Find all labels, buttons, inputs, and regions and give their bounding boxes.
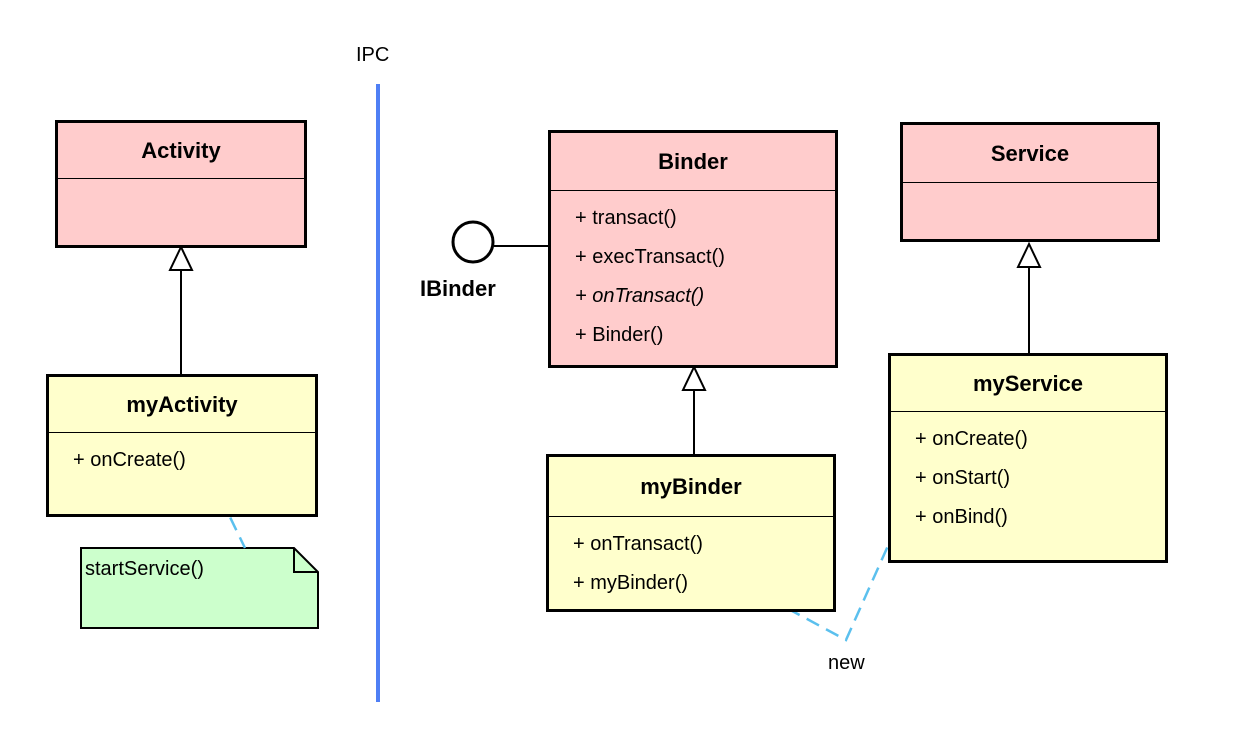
my-activity-members: + onCreate() xyxy=(49,433,315,480)
member-binder-constructor[interactable]: + Binder() xyxy=(575,324,664,346)
activity-inheritance-arrowhead xyxy=(168,244,194,271)
my-activity-class-title: myActivity xyxy=(49,377,315,433)
member-on-transact-abstract[interactable]: + onTransact() xyxy=(575,285,705,307)
member-on-create[interactable]: + onCreate() xyxy=(915,428,1028,450)
note-fold-icon xyxy=(293,548,318,573)
ibinder-label: IBinder xyxy=(420,276,496,301)
binder-class-title: Binder xyxy=(551,133,835,191)
binder-inheritance-arrowhead xyxy=(681,364,707,391)
member-transact[interactable]: + transact() xyxy=(575,207,677,229)
my-binder-class-title: myBinder xyxy=(549,457,833,517)
my-binder-members: + onTransact() + myBinder() xyxy=(549,517,833,603)
member-my-binder-constructor[interactable]: + myBinder() xyxy=(573,572,689,594)
member-exec-transact[interactable]: + execTransact() xyxy=(575,246,725,268)
new-dependency-label: new xyxy=(828,652,865,674)
binder-members: + transact() + execTransact() + onTransa… xyxy=(551,191,835,355)
member-on-transact[interactable]: + onTransact() xyxy=(573,533,703,555)
activity-class[interactable]: Activity xyxy=(55,120,307,248)
service-class[interactable]: Service xyxy=(900,122,1160,242)
note-shape xyxy=(80,547,319,629)
binder-class[interactable]: Binder + transact() + execTransact() + o… xyxy=(548,130,838,368)
service-class-title: Service xyxy=(903,125,1157,183)
member-on-create[interactable]: + onCreate() xyxy=(73,449,186,471)
service-inheritance-arrowhead xyxy=(1016,241,1042,268)
my-binder-class[interactable]: myBinder + onTransact() + myBinder() xyxy=(546,454,836,612)
note-text: startService() xyxy=(85,558,204,580)
ibinder-interface-icon xyxy=(451,220,495,264)
member-on-start[interactable]: + onStart() xyxy=(915,467,1011,489)
my-service-class[interactable]: myService + onCreate() + onStart() + onB… xyxy=(888,353,1168,563)
activity-class-title: Activity xyxy=(58,123,304,179)
my-service-members: + onCreate() + onStart() + onBind() xyxy=(891,412,1165,537)
my-activity-class[interactable]: myActivity + onCreate() xyxy=(46,374,318,517)
ipc-label: IPC xyxy=(356,44,390,66)
member-on-bind[interactable]: + onBind() xyxy=(915,506,1008,528)
my-service-class-title: myService xyxy=(891,356,1165,412)
